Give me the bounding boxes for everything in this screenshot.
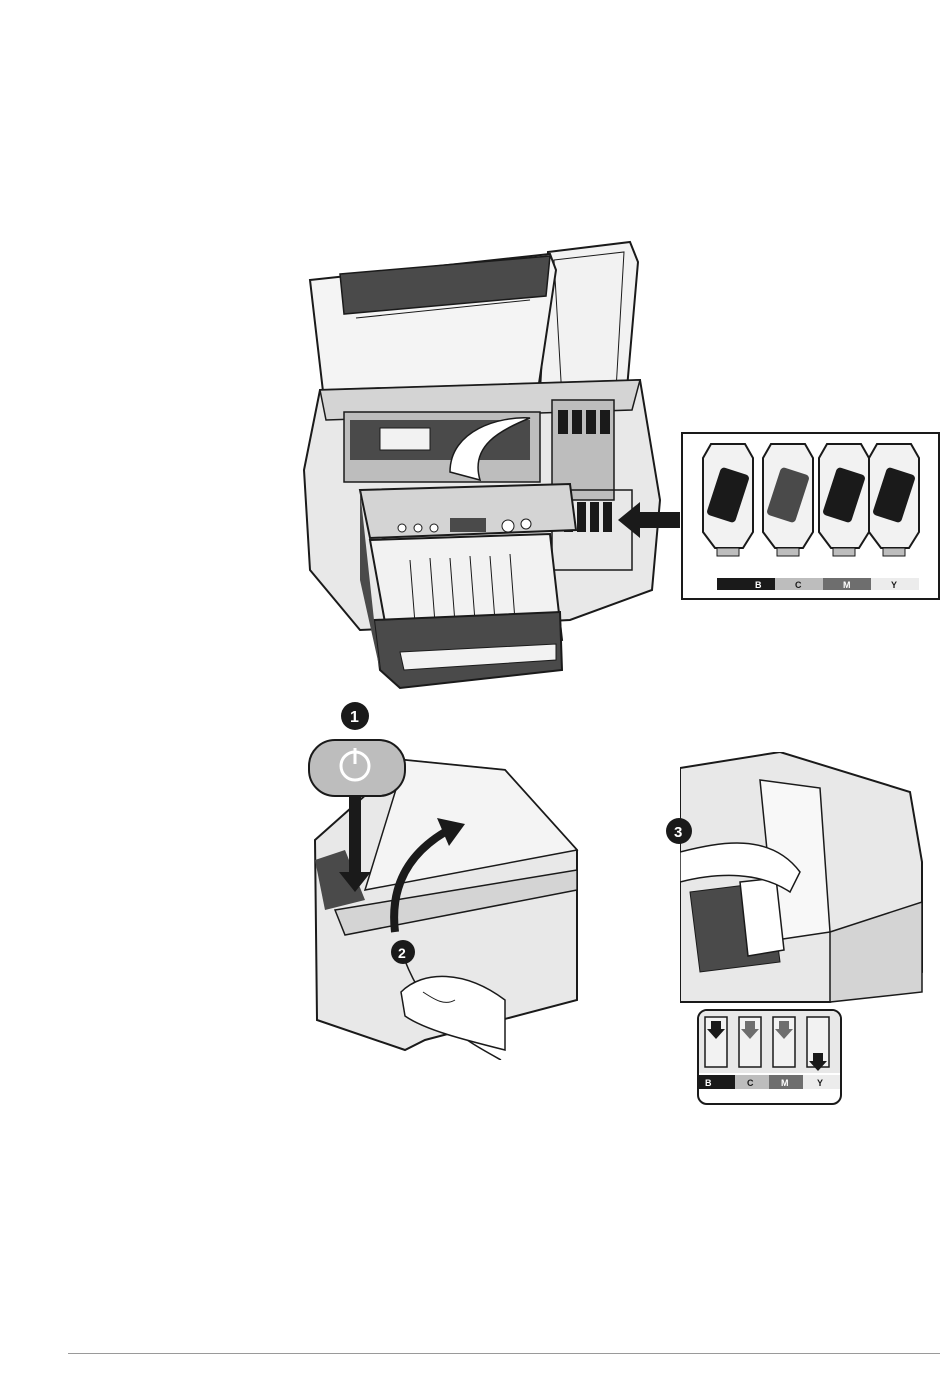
printer-open-illustration <box>300 240 680 700</box>
cartridge-label-m: M <box>843 580 851 590</box>
inset-slot-label-y: Y <box>817 1078 823 1088</box>
cartridge-callout-box: B C M Y <box>681 432 940 600</box>
inset-slot-label-b: B <box>705 1078 712 1088</box>
power-and-lid-illustration: 1 2 <box>305 700 585 1060</box>
cartridge-label-c: C <box>795 580 802 590</box>
footer-rule <box>68 1353 940 1354</box>
step-3-label: 3 <box>674 824 682 841</box>
cartridge-label-b: B <box>755 580 762 590</box>
install-cartridge-illustration <box>680 752 930 1008</box>
step-3-marker: 3 <box>664 816 694 846</box>
step-1-label: 1 <box>350 709 359 726</box>
cartridge-slots-illustration: B C M Y <box>699 1011 840 1103</box>
inset-slot-label-c: C <box>747 1078 754 1088</box>
inset-slot-label-m: M <box>781 1078 789 1088</box>
cartridge-label-y: Y <box>891 580 897 590</box>
cartridge-slots-inset: B C M Y <box>697 1009 842 1105</box>
step-2-label: 2 <box>398 945 406 961</box>
ink-cartridges-illustration: B C M Y <box>683 434 938 598</box>
